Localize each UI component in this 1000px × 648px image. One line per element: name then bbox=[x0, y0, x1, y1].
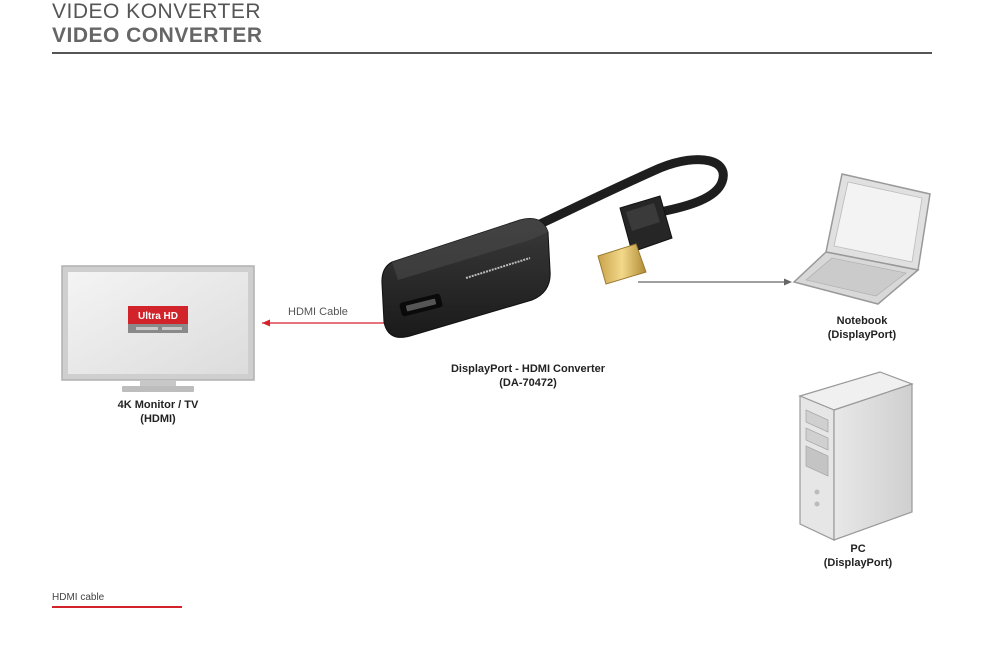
title-english: VIDEO CONVERTER bbox=[52, 24, 263, 47]
converter-cable bbox=[505, 155, 728, 243]
hdmi-cable-label: HDMI Cable bbox=[288, 306, 348, 318]
pc-tower-icon bbox=[798, 371, 914, 541]
monitor-icon bbox=[61, 265, 255, 392]
monitor-label-line1: 4K Monitor / TV bbox=[117, 399, 199, 411]
notebook-icon bbox=[792, 173, 931, 305]
title-rule bbox=[52, 52, 932, 54]
pc-label-line2: (DisplayPort) bbox=[823, 557, 893, 569]
hdmi-arrow-icon bbox=[262, 319, 270, 327]
converter-label: DisplayPort - HDMI Converter (DA-70472) bbox=[410, 362, 646, 390]
notebook-label-line1: Notebook bbox=[836, 315, 888, 327]
legend-hdmi-label: HDMI cable bbox=[52, 592, 105, 603]
notebook-label: Notebook (DisplayPort) bbox=[800, 314, 924, 342]
notebook-label-line2: (DisplayPort) bbox=[827, 329, 897, 341]
legend-hdmi-line bbox=[52, 606, 182, 608]
pc-label: PC (DisplayPort) bbox=[796, 542, 920, 570]
converter-label-line2: (DA-70472) bbox=[499, 377, 557, 389]
displayport-arrow-icon bbox=[784, 278, 792, 286]
ultra-hd-badge-icon bbox=[128, 306, 188, 324]
converter-label-line1: DisplayPort - HDMI Converter bbox=[450, 363, 606, 375]
title-german: VIDEO KONVERTER bbox=[52, 0, 261, 23]
pc-label-line1: PC bbox=[850, 543, 866, 555]
monitor-label-line2: (HDMI) bbox=[140, 413, 176, 425]
monitor-label: 4K Monitor / TV (HDMI) bbox=[80, 398, 236, 426]
converter-icon bbox=[381, 218, 551, 338]
ultra-hd-badge-text: Ultra HD bbox=[138, 311, 178, 322]
displayport-plug-icon bbox=[597, 195, 673, 285]
